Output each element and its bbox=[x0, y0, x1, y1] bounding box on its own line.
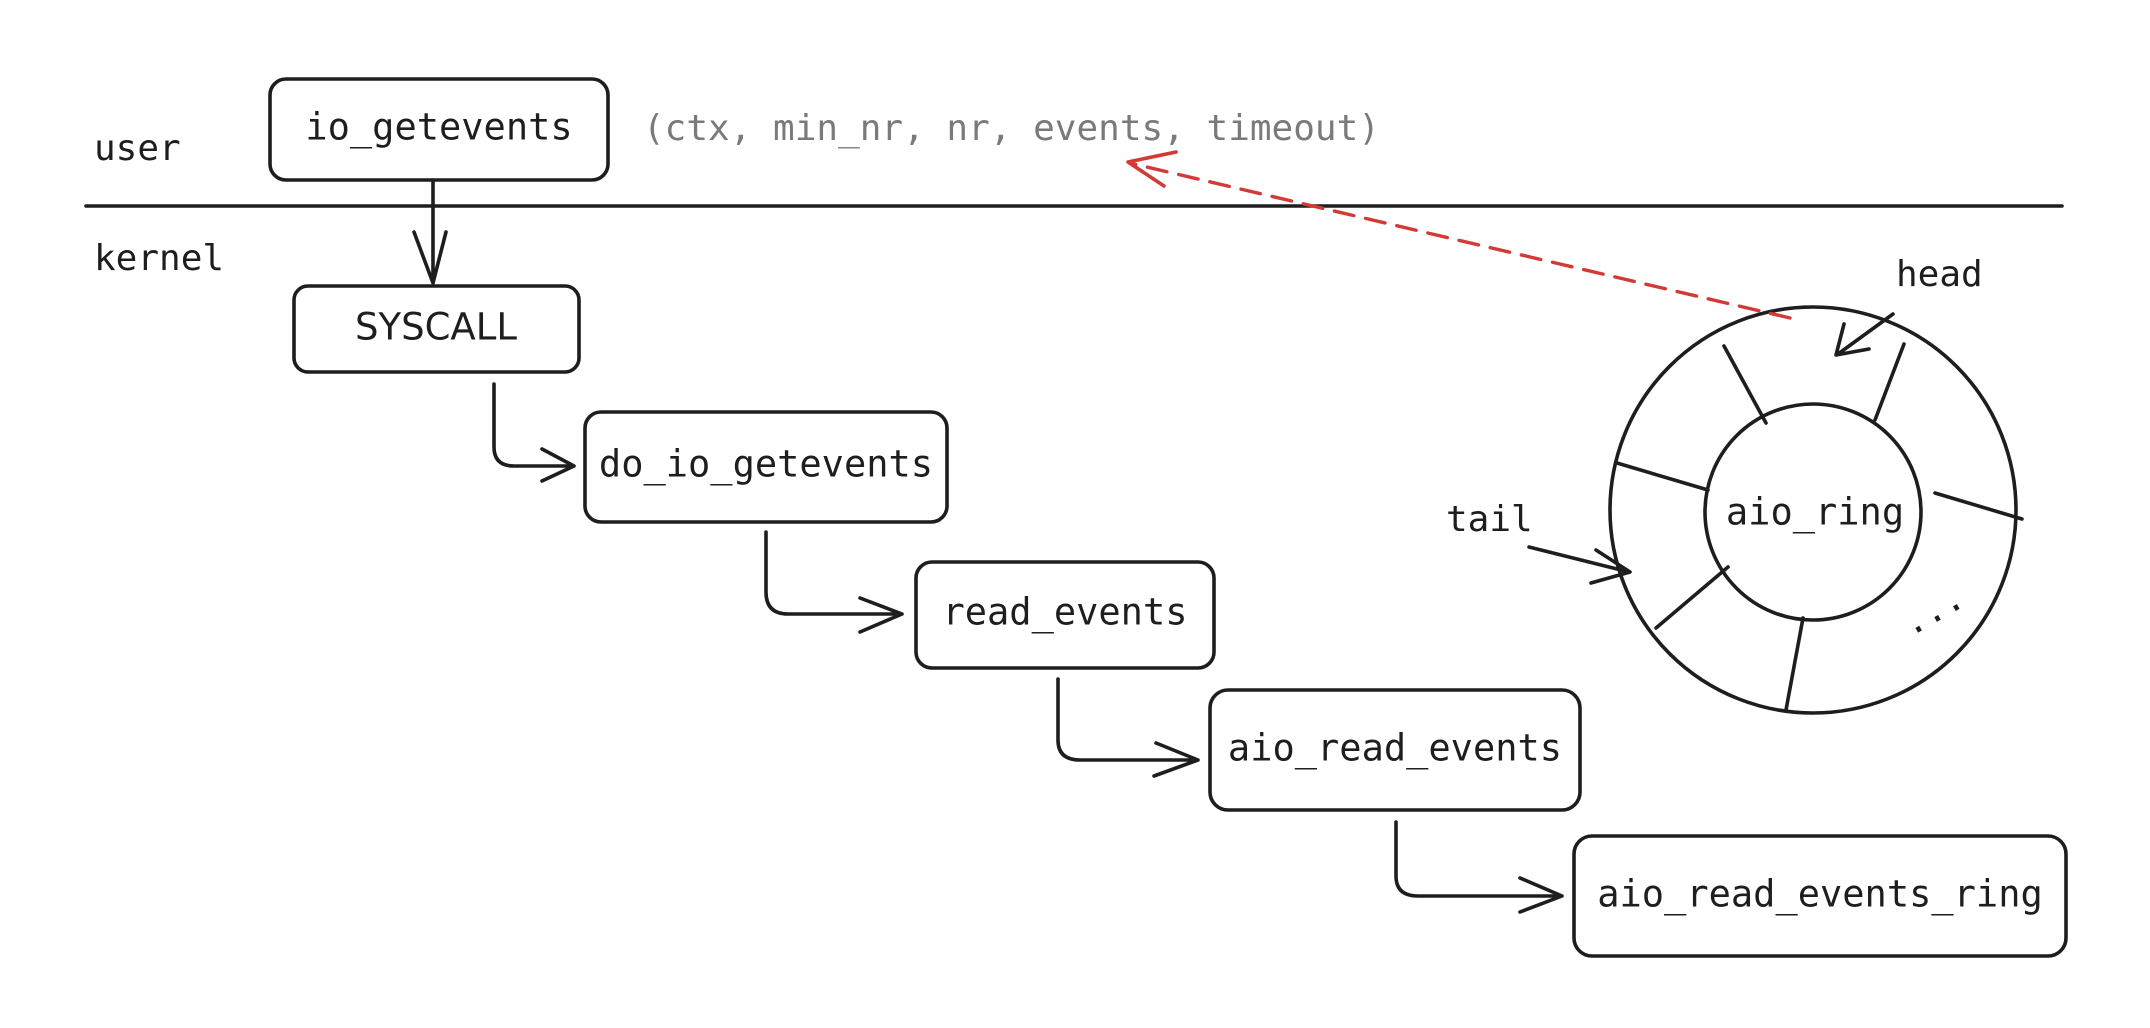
aio-ring-buffer: aio_ring ... bbox=[1608, 305, 2024, 715]
do-io-getevents-label: do_io_getevents bbox=[599, 443, 933, 487]
aio-read-events-box bbox=[1208, 688, 1582, 812]
events-return-arrow bbox=[1132, 162, 1792, 320]
arrow-to-aio-read-events bbox=[1056, 677, 1200, 778]
head-label: head bbox=[1896, 254, 1983, 295]
ring-slot-divider bbox=[1873, 342, 1906, 422]
kernel-layer-label: kernel bbox=[94, 238, 224, 279]
aio-read-events-node: aio_read_events bbox=[1208, 688, 1582, 812]
syscall-label: SYSCALL bbox=[355, 306, 517, 349]
read-events-node: read_events bbox=[914, 560, 1216, 670]
syscall-node: SYSCALL bbox=[292, 284, 581, 374]
io-getevents-box bbox=[268, 77, 610, 182]
ring-inner-circle bbox=[1703, 402, 1923, 622]
arrow-to-syscall bbox=[412, 178, 448, 285]
events-return-arrowhead bbox=[1126, 150, 1178, 188]
aio-read-events-ring-node: aio_read_events_ring bbox=[1572, 834, 2068, 958]
read-events-label: read_events bbox=[942, 591, 1187, 635]
head-pointer-arrow bbox=[1834, 312, 1895, 357]
arrow-to-read-events bbox=[764, 530, 904, 634]
ring-name-label: aio_ring bbox=[1726, 491, 1904, 535]
ring-slot-divider bbox=[1784, 616, 1805, 712]
read-events-box bbox=[914, 560, 1216, 670]
ring-slot-divider bbox=[1654, 565, 1730, 630]
tail-label: tail bbox=[1446, 499, 1533, 540]
io-getevents-label: io_getevents bbox=[305, 106, 572, 150]
aio-read-events-ring-box bbox=[1572, 834, 2068, 958]
aio-read-events-label: aio_read_events bbox=[1228, 727, 1562, 771]
io-getevents-node: io_getevents bbox=[268, 77, 610, 182]
ring-slot-divider bbox=[1615, 461, 1710, 492]
ring-outer-circle bbox=[1608, 305, 2018, 715]
do-io-getevents-node: do_io_getevents bbox=[583, 410, 949, 524]
user-layer-label: user bbox=[94, 128, 181, 169]
aio-read-events-ring-label: aio_read_events_ring bbox=[1597, 873, 2043, 917]
arrow-to-do-io-getevents bbox=[492, 382, 576, 483]
arrow-to-aio-read-events-ring bbox=[1394, 820, 1564, 914]
do-io-getevents-box bbox=[583, 410, 949, 524]
io-getevents-params: (ctx, min_nr, nr, events, timeout) bbox=[643, 108, 1380, 149]
ring-ellipsis: ... bbox=[1895, 577, 1972, 645]
ring-slot-divider bbox=[1722, 344, 1768, 425]
syscall-box bbox=[292, 284, 581, 374]
tail-pointer-arrow bbox=[1527, 545, 1632, 585]
ring-slot-divider bbox=[1933, 491, 2024, 521]
